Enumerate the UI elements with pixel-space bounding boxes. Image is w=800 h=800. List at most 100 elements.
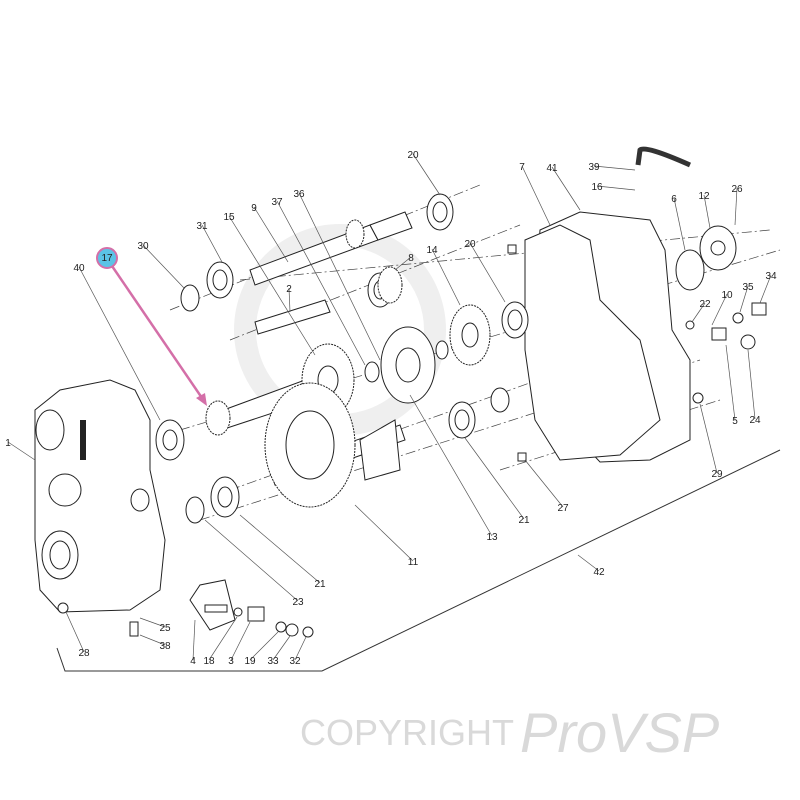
part-label[interactable]: 23 bbox=[292, 597, 304, 608]
leader-line bbox=[593, 165, 636, 171]
part-label[interactable]: 39 bbox=[588, 162, 600, 173]
leader-line bbox=[192, 619, 196, 661]
part-label[interactable]: 3 bbox=[228, 656, 234, 667]
leader-line bbox=[703, 194, 711, 229]
part-label[interactable]: 27 bbox=[557, 503, 569, 514]
leader-lines bbox=[7, 153, 772, 661]
leader-line bbox=[734, 187, 738, 226]
part-label[interactable]: 10 bbox=[721, 290, 733, 301]
leader-line bbox=[228, 215, 316, 356]
leader-line bbox=[253, 206, 289, 263]
part-label[interactable]: 19 bbox=[244, 656, 256, 667]
assembly-bracket bbox=[56, 449, 781, 672]
watermark-prefix: COPYRIGHT bbox=[300, 712, 514, 753]
part-label[interactable]: 33 bbox=[267, 656, 279, 667]
part-label[interactable]: 30 bbox=[137, 241, 149, 252]
part-label[interactable]: 11 bbox=[408, 557, 419, 568]
leader-line bbox=[691, 302, 706, 323]
leader-line bbox=[431, 248, 461, 306]
callout-badge[interactable] bbox=[96, 247, 118, 269]
leader-line bbox=[596, 185, 636, 191]
leader-line bbox=[139, 617, 166, 628]
leader-line bbox=[409, 394, 493, 537]
leader-line bbox=[294, 636, 307, 661]
leader-line bbox=[249, 631, 279, 661]
leader-line bbox=[298, 192, 381, 361]
leader-line bbox=[469, 242, 506, 303]
part-label[interactable]: 42 bbox=[593, 567, 605, 578]
leader-line bbox=[230, 621, 251, 661]
part-label[interactable]: 15 bbox=[223, 212, 235, 223]
part-label[interactable]: 40 bbox=[73, 263, 85, 274]
callout-arrow-line bbox=[110, 265, 204, 399]
part-label[interactable]: 24 bbox=[749, 415, 761, 426]
callout-arrowhead-icon bbox=[196, 393, 207, 406]
leader-line bbox=[725, 344, 736, 421]
leader-line bbox=[139, 634, 166, 646]
leader-line bbox=[239, 514, 321, 584]
leader-line bbox=[412, 153, 441, 196]
part-label[interactable]: 41 bbox=[546, 163, 558, 174]
part-label[interactable]: 26 bbox=[731, 184, 743, 195]
part-label[interactable]: 18 bbox=[203, 656, 215, 667]
part-label[interactable]: 20 bbox=[464, 239, 476, 250]
small-parts bbox=[57, 579, 314, 638]
gears bbox=[205, 219, 491, 508]
part-label[interactable]: 4 bbox=[190, 656, 196, 667]
part-label[interactable]: 1 bbox=[5, 438, 11, 449]
leader-line bbox=[551, 166, 581, 211]
part-label[interactable]: 8 bbox=[408, 253, 414, 264]
part-label[interactable]: 37 bbox=[271, 197, 283, 208]
part-label[interactable]: 35 bbox=[742, 282, 754, 293]
leader-line bbox=[276, 200, 366, 366]
part-label[interactable]: 9 bbox=[251, 203, 257, 214]
leader-line bbox=[464, 437, 525, 520]
part-label[interactable]: 25 bbox=[159, 623, 171, 634]
part-label[interactable]: 16 bbox=[591, 182, 603, 193]
bearings-seals bbox=[155, 193, 767, 524]
part-label[interactable]: 22 bbox=[699, 299, 711, 310]
part-label[interactable]: 36 bbox=[293, 189, 305, 200]
part-label[interactable]: 2 bbox=[286, 284, 292, 295]
part-label[interactable]: 32 bbox=[289, 656, 301, 667]
leader-line bbox=[699, 403, 718, 474]
leader-line bbox=[354, 504, 414, 562]
leader-line bbox=[711, 293, 728, 326]
leader-line bbox=[747, 349, 756, 420]
part-label[interactable]: 21 bbox=[314, 579, 326, 590]
part-label[interactable]: 31 bbox=[196, 221, 208, 232]
leader-line bbox=[201, 224, 223, 263]
highlight-callout[interactable]: 17 bbox=[96, 247, 207, 406]
watermark-brand: ProVSP bbox=[520, 701, 719, 764]
left-housing bbox=[34, 379, 166, 613]
part-label[interactable]: 29 bbox=[711, 469, 723, 480]
part-label[interactable]: 28 bbox=[78, 648, 90, 659]
leader-line bbox=[524, 459, 564, 508]
part-label[interactable]: 12 bbox=[698, 191, 710, 202]
part-label[interactable]: 34 bbox=[765, 271, 777, 282]
part-label[interactable]: 14 bbox=[426, 245, 438, 256]
leader-line bbox=[759, 274, 772, 304]
leader-line bbox=[288, 287, 291, 313]
part-label[interactable]: 13 bbox=[486, 532, 498, 543]
part-label[interactable]: 5 bbox=[732, 416, 738, 427]
leader-line bbox=[208, 616, 238, 661]
watermark: COPYRIGHT ProVSP bbox=[300, 701, 719, 764]
leader-line bbox=[739, 285, 749, 313]
right-housing bbox=[524, 146, 737, 463]
part-label[interactable]: 38 bbox=[159, 641, 171, 652]
leader-line bbox=[394, 256, 412, 271]
leader-line bbox=[272, 635, 291, 661]
part-label[interactable]: 21 bbox=[518, 515, 530, 526]
leader-line bbox=[204, 519, 299, 602]
callout-label: 17 bbox=[101, 253, 113, 264]
leader-line bbox=[521, 165, 551, 226]
breather-hose bbox=[635, 146, 692, 168]
part-label[interactable]: 20 bbox=[407, 150, 419, 161]
leader-line bbox=[577, 554, 600, 572]
leader-line bbox=[673, 197, 686, 251]
part-label[interactable]: 7 bbox=[519, 162, 525, 173]
part-label[interactable]: 6 bbox=[671, 194, 677, 205]
